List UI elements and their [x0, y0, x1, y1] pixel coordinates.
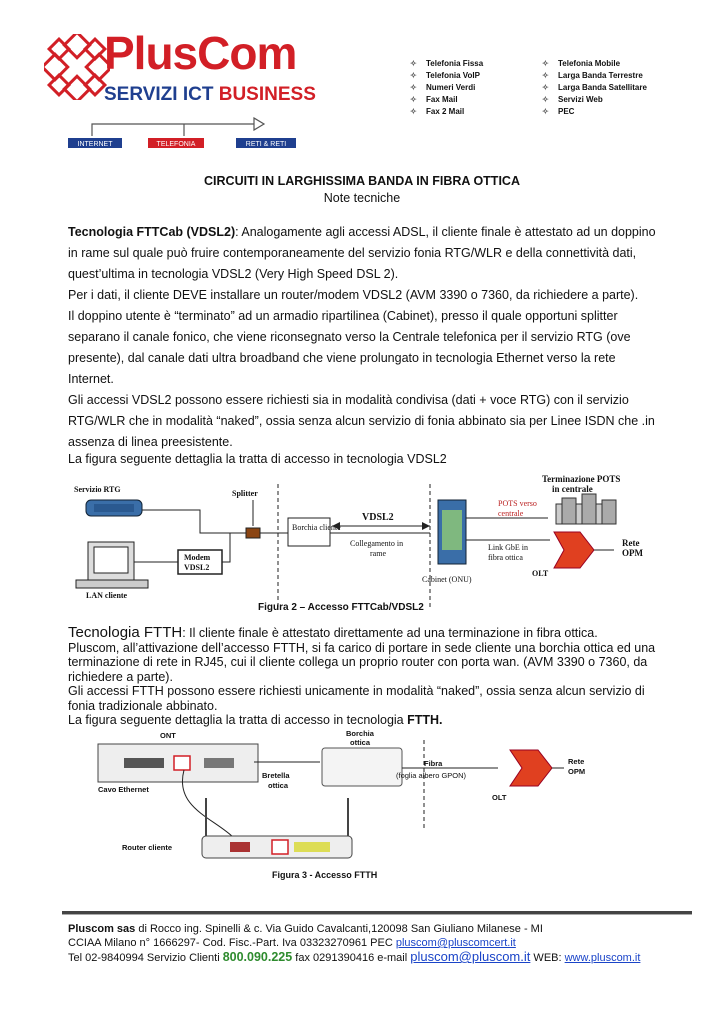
svg-text:ottica: ottica	[350, 738, 371, 747]
bullet-icon: ✧	[542, 107, 549, 116]
bullet-icon: ✧	[542, 95, 549, 104]
bullet-icon: ✧	[410, 59, 417, 68]
svg-text:Router cliente: Router cliente	[122, 843, 172, 852]
svg-text:OLT: OLT	[492, 793, 507, 802]
bullet-icon: ✧	[410, 107, 417, 116]
svg-text:Splitter: Splitter	[232, 489, 258, 498]
svg-text:rame: rame	[370, 549, 386, 558]
web-link[interactable]: www.pluscom.it	[564, 952, 641, 964]
service-item: ✧Larga Banda Terrestre	[542, 71, 643, 80]
svg-text:OLT: OLT	[532, 569, 549, 578]
service-item: ✧Telefonia Mobile	[542, 59, 621, 68]
fig2-intro: La figura seguente dettaglia la tratta d…	[68, 452, 447, 466]
figure-3-diagram: ONT Cavo Ethernet Bretella ottica Borchi…	[97, 729, 585, 880]
bullet-icon: ✧	[542, 59, 549, 68]
svg-text:Servizio RTG: Servizio RTG	[74, 485, 121, 494]
svg-text:VDSL2: VDSL2	[184, 563, 209, 572]
svg-text:Figura 2 – Accesso FTTCab/VDSL: Figura 2 – Accesso FTTCab/VDSL2	[258, 602, 424, 613]
svg-text:Figura 3 - Accesso FTTH: Figura 3 - Accesso FTTH	[272, 870, 377, 880]
svg-text:Borchia cliente: Borchia cliente	[292, 523, 341, 532]
bullet-icon: ✧	[410, 71, 417, 80]
svg-text:(foglia albero GPON): (foglia albero GPON)	[396, 771, 467, 780]
bullet-icon: ✧	[410, 95, 417, 104]
svg-text:INTERNET: INTERNET	[78, 141, 114, 148]
olt-icon	[509, 749, 553, 787]
svg-text:ONT: ONT	[160, 731, 176, 740]
splitter-box	[245, 527, 261, 539]
svg-text:Rete: Rete	[622, 538, 640, 548]
svg-text:Collegamento in: Collegamento in	[350, 539, 403, 548]
svg-text:Bretella: Bretella	[262, 771, 290, 780]
svg-text:Rete: Rete	[568, 757, 584, 766]
olt-icon	[553, 531, 595, 569]
svg-text:Cabinet (ONU): Cabinet (ONU)	[422, 575, 472, 584]
email-link[interactable]: pluscom@pluscom.it	[410, 949, 531, 964]
svg-text:RETI & RETI: RETI & RETI	[246, 141, 287, 148]
svg-text:LAN cliente: LAN cliente	[86, 591, 128, 600]
svg-text:fibra ottica: fibra ottica	[488, 553, 523, 562]
svg-text:POTS verso: POTS verso	[498, 499, 537, 508]
logo-services-bar: INTERNET TELEFONIA RETI & RETI	[68, 116, 296, 148]
footer: Pluscom sas di Rocco ing. Spinelli & c. …	[68, 923, 641, 964]
svg-text:TELEFONIA: TELEFONIA	[157, 141, 196, 148]
logo-wordmark: PlusCom	[104, 27, 297, 79]
pec-email-link[interactable]: pluscom@pluscomcert.it	[395, 937, 516, 949]
central-office-icon	[555, 493, 617, 525]
borchia-cliente-box	[287, 517, 331, 547]
service-item: ✧Telefonia Fissa	[410, 59, 484, 68]
svg-text:Fibra: Fibra	[424, 759, 443, 768]
figure-2-diagram: Servizio RTG LAN cliente Modem VDSL2 Spl…	[74, 474, 643, 613]
svg-text:Borchia: Borchia	[346, 729, 375, 738]
bullet-icon: ✧	[542, 83, 549, 92]
service-item: ✧PEC	[542, 107, 575, 116]
svg-text:ottica: ottica	[268, 781, 289, 790]
svg-text:centrale: centrale	[498, 509, 524, 518]
logo-tagline: SERVIZI ICT BUSINESS	[104, 84, 316, 105]
bullet-icon: ✧	[542, 71, 549, 80]
svg-text:Modem: Modem	[184, 553, 211, 562]
fttc-paragraph: Tecnologia FTTCab (VDSL2): Analogamente …	[68, 225, 656, 449]
document-subtitle: Note tecniche	[323, 191, 401, 205]
service-item: ✧Fax Mail	[410, 95, 458, 104]
service-item: ✧Numeri Verdi	[410, 83, 476, 92]
ftth-paragraph: Tecnologia FTTH: Il cliente finale è att…	[68, 624, 656, 727]
service-item: ✧Servizi Web	[542, 95, 603, 104]
svg-text:VDSL2: VDSL2	[362, 512, 394, 523]
svg-text:OPM: OPM	[622, 548, 643, 558]
logo-asterisk-icon	[44, 34, 110, 100]
svg-text:OPM: OPM	[568, 767, 585, 776]
borchia-ottica-device	[321, 747, 403, 787]
svg-text:Terminazione POTS: Terminazione POTS	[542, 474, 620, 484]
services-right: ✧Telefonia Mobile ✧Larga Banda Terrestre…	[542, 58, 647, 118]
service-item: ✧Larga Banda Satellitare	[542, 83, 647, 92]
footer-divider	[62, 911, 692, 915]
svg-text:Link GbE in: Link GbE in	[488, 543, 528, 552]
bullet-icon: ✧	[410, 83, 417, 92]
svg-text:in centrale: in centrale	[552, 484, 593, 494]
service-item: ✧Telefonia VoIP	[410, 71, 480, 80]
document-title: CIRCUITI IN LARGHISSIMA BANDA IN FIBRA O…	[204, 174, 520, 188]
svg-text:Cavo Ethernet: Cavo Ethernet	[98, 785, 149, 794]
services-left: ✧Telefonia Fissa ✧Telefonia VoIP ✧Numeri…	[410, 58, 483, 118]
service-item: ✧Fax 2 Mail	[410, 107, 465, 116]
